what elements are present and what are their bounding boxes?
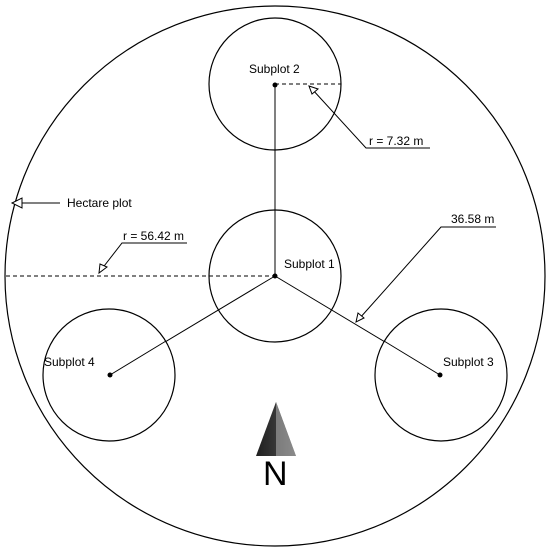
subplot-2-center <box>272 82 278 88</box>
subplot-4-label: Subplot 4 <box>44 355 95 369</box>
large-radius-label: r = 56.42 m <box>123 229 184 243</box>
subplot-3-label: Subplot 3 <box>443 355 494 369</box>
north-label: N <box>263 455 288 493</box>
subplot-1-label: Subplot 1 <box>284 257 335 271</box>
hectare-plot-leader-arrowhead <box>10 197 23 209</box>
hectare-plot-label: Hectare plot <box>67 196 132 210</box>
distance-label: 36.58 m <box>451 212 494 226</box>
spoke-inner-3 <box>383 340 441 376</box>
small-radius-leader <box>311 88 430 149</box>
subplot-4-center <box>107 372 113 378</box>
small-radius-label: r = 7.32 m <box>369 134 423 148</box>
small-radius-leader-arrowhead <box>308 85 320 95</box>
large-radius-leader-arrowhead <box>98 263 108 275</box>
spoke-inner-4 <box>109 340 167 376</box>
north-arrow-icon <box>256 402 296 456</box>
subplot-3-center <box>437 372 443 378</box>
subplot-2-label: Subplot 2 <box>249 62 300 76</box>
distance-leader <box>358 226 496 320</box>
distance-leader-arrowhead <box>355 312 365 323</box>
large-radius-leader <box>100 242 187 271</box>
